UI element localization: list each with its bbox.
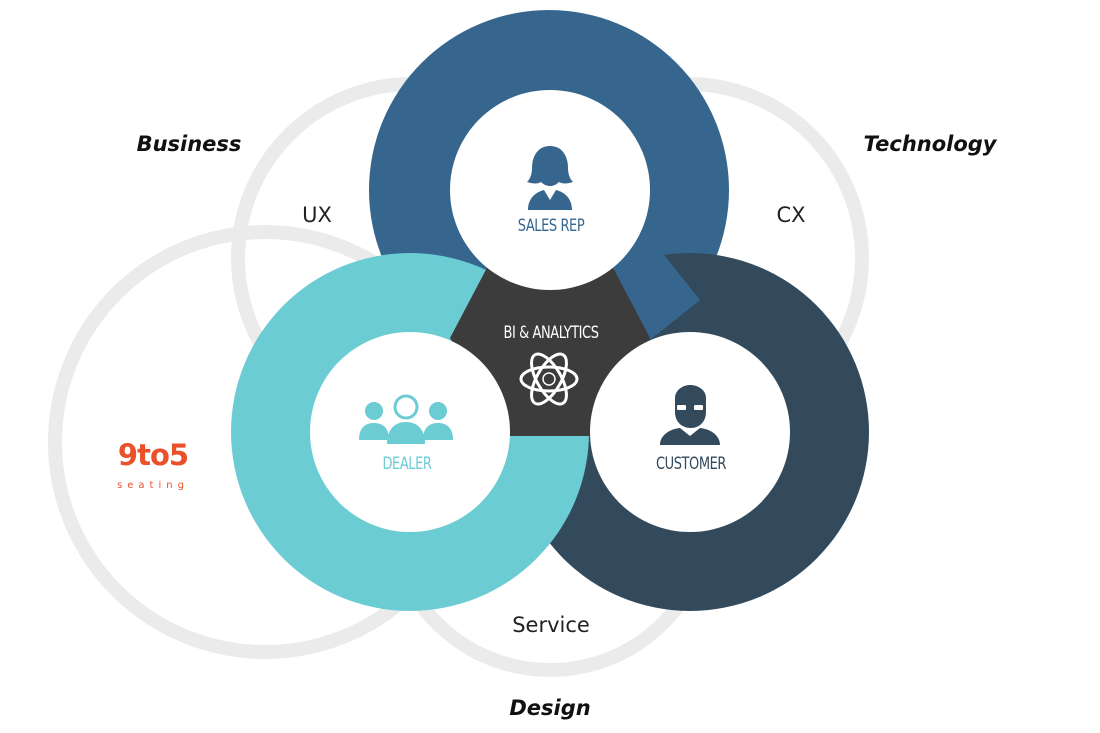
svg-text:9to5: 9to5	[118, 438, 188, 472]
node-customer: CUSTOMER	[655, 454, 727, 474]
node-bi-analytics: BI & ANALYTICS	[503, 323, 599, 343]
sales-rep-ring-overlap	[600, 250, 700, 340]
sales-rep-inner	[450, 90, 650, 290]
node-dealer: DEALER	[382, 454, 432, 474]
atom-icon	[519, 352, 579, 406]
bearded-man-icon	[660, 385, 720, 445]
category-design: Design	[509, 696, 591, 720]
area-cx: CX	[776, 203, 806, 227]
group-icon	[359, 394, 453, 444]
woman-icon	[527, 146, 573, 210]
customer-inner	[590, 332, 790, 532]
node-sales-rep: SALES REP	[517, 216, 585, 236]
svg-text:seating: seating	[117, 480, 189, 491]
9to5-seating-logo: 9to5 seating	[117, 438, 189, 491]
area-service: Service	[512, 613, 590, 637]
area-ux: UX	[302, 203, 332, 227]
category-technology: Technology	[863, 132, 997, 156]
category-business: Business	[136, 132, 242, 156]
